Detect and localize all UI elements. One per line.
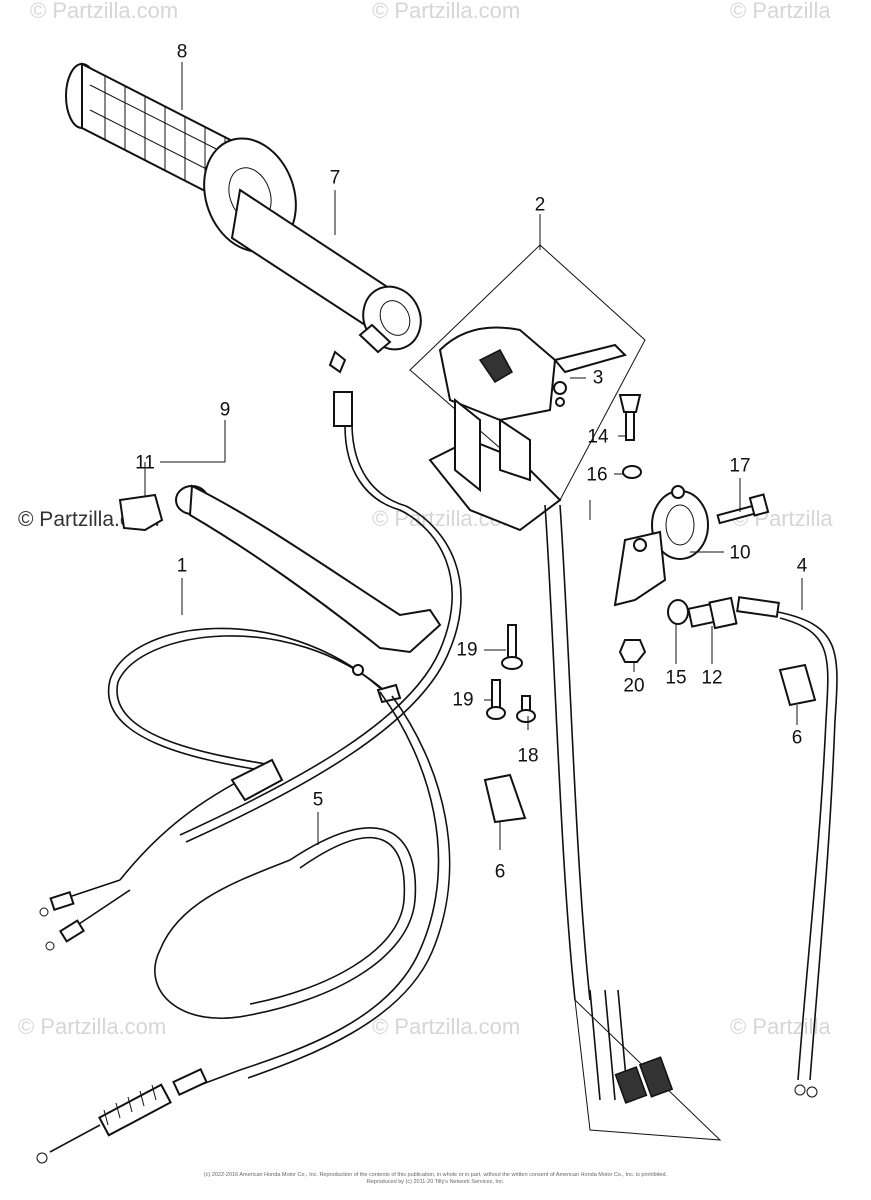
copyright-footer-line2: Reproduced by (c) 2011-20 Tilly's Networ… <box>366 1179 505 1185</box>
callout-1[interactable]: 1 <box>176 555 188 577</box>
part-6-clamp-center[interactable] <box>483 773 527 824</box>
part-11-holder[interactable] <box>118 493 164 532</box>
part-10-lever-bracket[interactable] <box>613 485 709 607</box>
part-9-brake-lever[interactable] <box>175 484 442 654</box>
callout-12[interactable]: 12 <box>701 667 723 689</box>
callout-2[interactable]: 2 <box>534 194 546 216</box>
part-18-screw[interactable] <box>516 695 536 723</box>
callout-18[interactable]: 18 <box>517 745 539 767</box>
part-6-clamp-right[interactable] <box>778 663 817 707</box>
callout-4[interactable]: 4 <box>796 555 808 577</box>
callout-6-center[interactable]: 6 <box>494 861 506 883</box>
part-19-screw-upper[interactable] <box>501 624 523 670</box>
part-7-throttle-pipe[interactable] <box>230 188 431 359</box>
callout-20[interactable]: 20 <box>623 675 645 697</box>
callout-11[interactable]: 11 <box>135 452 155 474</box>
leader-lines <box>144 62 803 850</box>
callout-17[interactable]: 17 <box>729 455 751 477</box>
callout-3[interactable]: 3 <box>592 367 604 389</box>
part-15-lock-nut[interactable] <box>667 599 689 625</box>
part-12-adjuster[interactable] <box>687 596 738 630</box>
part-4-cable[interactable] <box>736 596 838 1098</box>
watermark-bottom-center: © Partzilla.com <box>372 1014 521 1039</box>
part-20-nut[interactable] <box>618 639 647 663</box>
callout-6-right[interactable]: 6 <box>791 727 803 749</box>
callout-14[interactable]: 14 <box>587 426 609 448</box>
callout-8[interactable]: 8 <box>176 41 188 63</box>
part-1-throttle-cable[interactable] <box>39 627 402 951</box>
part-14-bolt[interactable] <box>618 394 642 441</box>
copyright-footer-line1: (c) 2022-2016 American Honda Motor Co., … <box>203 1172 668 1178</box>
cable-upper[interactable] <box>179 350 462 843</box>
part-16-nut[interactable] <box>622 465 642 479</box>
callout-15[interactable]: 15 <box>665 667 687 689</box>
part-19-screw-lower[interactable] <box>486 679 506 720</box>
watermark-top-right: © Partzilla <box>730 0 831 23</box>
callout-19-upper[interactable]: 19 <box>456 639 478 661</box>
callout-7[interactable]: 7 <box>329 167 341 189</box>
callout-10[interactable]: 10 <box>729 542 751 564</box>
callout-19-lower[interactable]: 19 <box>452 689 474 711</box>
watermark-top-left: © Partzilla.com <box>30 0 179 23</box>
watermark-top-center: © Partzilla.com <box>372 0 521 23</box>
callout-16[interactable]: 16 <box>586 464 608 486</box>
part-17-bolt[interactable] <box>716 493 770 525</box>
part-5-clutch-cable[interactable] <box>36 691 451 1164</box>
part-2-right-switch[interactable] <box>409 244 722 1141</box>
callout-9[interactable]: 9 <box>219 399 231 421</box>
watermark-bottom-left: © Partzilla.com <box>18 1014 167 1039</box>
callout-5[interactable]: 5 <box>312 789 324 811</box>
